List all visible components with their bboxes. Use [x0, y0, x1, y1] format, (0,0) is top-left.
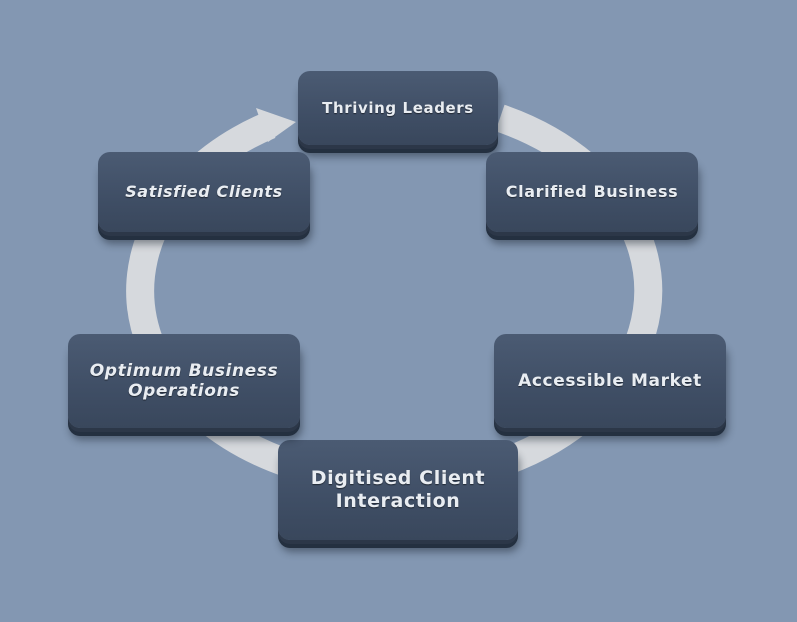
cycle-arrow-head: [256, 108, 296, 142]
node-digitised-client-interaction: Digitised Client Interaction: [278, 440, 518, 540]
node-clarified-business: Clarified Business: [486, 152, 698, 232]
node-thriving-leaders: Thriving Leaders: [298, 71, 498, 145]
node-accessible-market: Accessible Market: [494, 334, 726, 428]
node-satisfied-clients: Satisfied Clients: [98, 152, 310, 232]
node-optimum-business-operations: Optimum Business Operations: [68, 334, 300, 428]
